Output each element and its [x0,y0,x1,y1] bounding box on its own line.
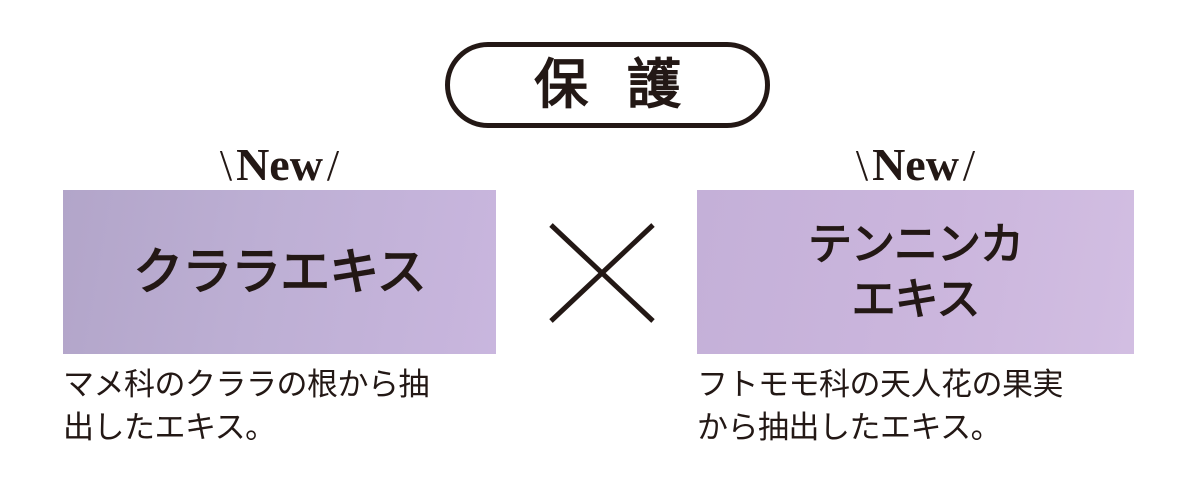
ingredient-swatch-right: テンニンカ エキス [697,190,1134,354]
ingredient-name-right: テンニンカ エキス [808,217,1024,327]
ingredient-column-left: \New/ クララエキス マメ科のクララの根から抽 出したエキス。 [63,120,496,450]
ingredient-column-right: \New/ テンニンカ エキス フトモモ科の天人花の果実 から抽出したエキス。 [697,120,1134,450]
ingredient-caption-right-line-2: から抽出したエキス。 [697,409,1002,446]
ingredient-caption-left: マメ科のクララの根から抽 出したエキス。 [63,364,496,450]
ingredient-caption-right-line-1: フトモモ科の天人花の果実 [697,367,1064,403]
new-tag-left-lead-slash: \ [219,141,233,190]
new-tag-right: \New/ [697,120,1134,190]
new-tag-left-trail-slash: / [326,141,340,190]
ingredient-name-right-line-1: テンニンカ [808,219,1024,270]
multiplication-cross-icon [548,222,656,324]
ingredient-swatch-left: クララエキス [63,190,496,354]
new-tag-left-word: New [236,139,323,190]
ingredient-caption-left-line-1: マメ科のクララの根から抽 [63,367,430,403]
ingredient-name-left: クララエキス [133,242,426,301]
protection-badge: 保 護 [445,42,770,128]
ingredient-caption-left-line-2: 出したエキス。 [63,409,276,446]
new-tag-right-trail-slash: / [962,141,976,190]
ingredient-name-right-line-2: エキス [851,274,981,325]
new-tag-right-word: New [872,139,959,190]
protection-badge-label: 保 護 [534,53,691,116]
new-tag-right-lead-slash: \ [855,141,869,190]
new-tag-left: \New/ [63,120,496,190]
ingredient-caption-right: フトモモ科の天人花の果実 から抽出したエキス。 [697,364,1134,450]
